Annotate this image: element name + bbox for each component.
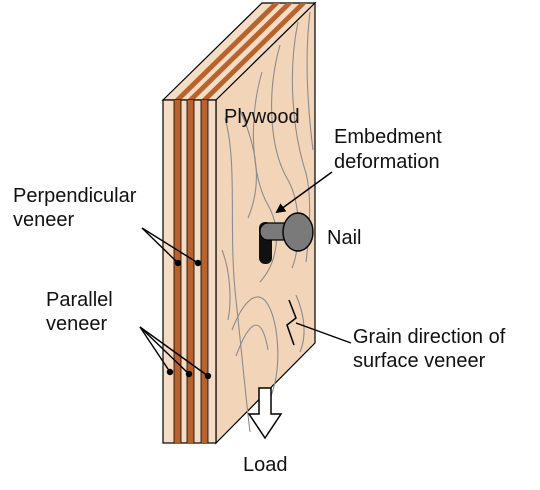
grain-direction-label-line1: Grain direction of: [353, 326, 506, 348]
perpendicular-veneer-dot: [174, 259, 182, 267]
embedment-label-line1: Embedment: [334, 126, 442, 148]
plywood-label: Plywood: [224, 106, 300, 128]
grain-direction-marker: [286, 299, 297, 346]
perpendicular-veneer-label-line1: Perpendicular: [13, 185, 137, 207]
parallel-veneer-dot: [204, 372, 212, 380]
parallel-veneer-dot: [185, 370, 193, 378]
veneer-markers: [166, 259, 212, 380]
embedment-label-line2: deformation: [334, 151, 440, 173]
grain-direction-label-line2: surface veneer: [353, 350, 486, 372]
parallel-veneer-label-line1: Parallel: [46, 289, 113, 311]
nail-icon: [259, 212, 314, 252]
parallel-veneer-label-line2: veneer: [46, 313, 107, 335]
plywood-top-edge: [161, 2, 317, 101]
load-label: Load: [243, 454, 288, 476]
perpendicular-veneer-label-line2: veneer: [13, 209, 74, 231]
parallel-veneer-dot: [166, 368, 174, 376]
leader-lines: [139, 171, 352, 377]
wood-grain: [221, 11, 314, 433]
perpendicular-veneer-dot: [194, 259, 202, 267]
load-arrow-icon: [247, 387, 283, 440]
plywood-edge-layers: [162, 99, 217, 444]
nail-label: Nail: [327, 227, 361, 249]
